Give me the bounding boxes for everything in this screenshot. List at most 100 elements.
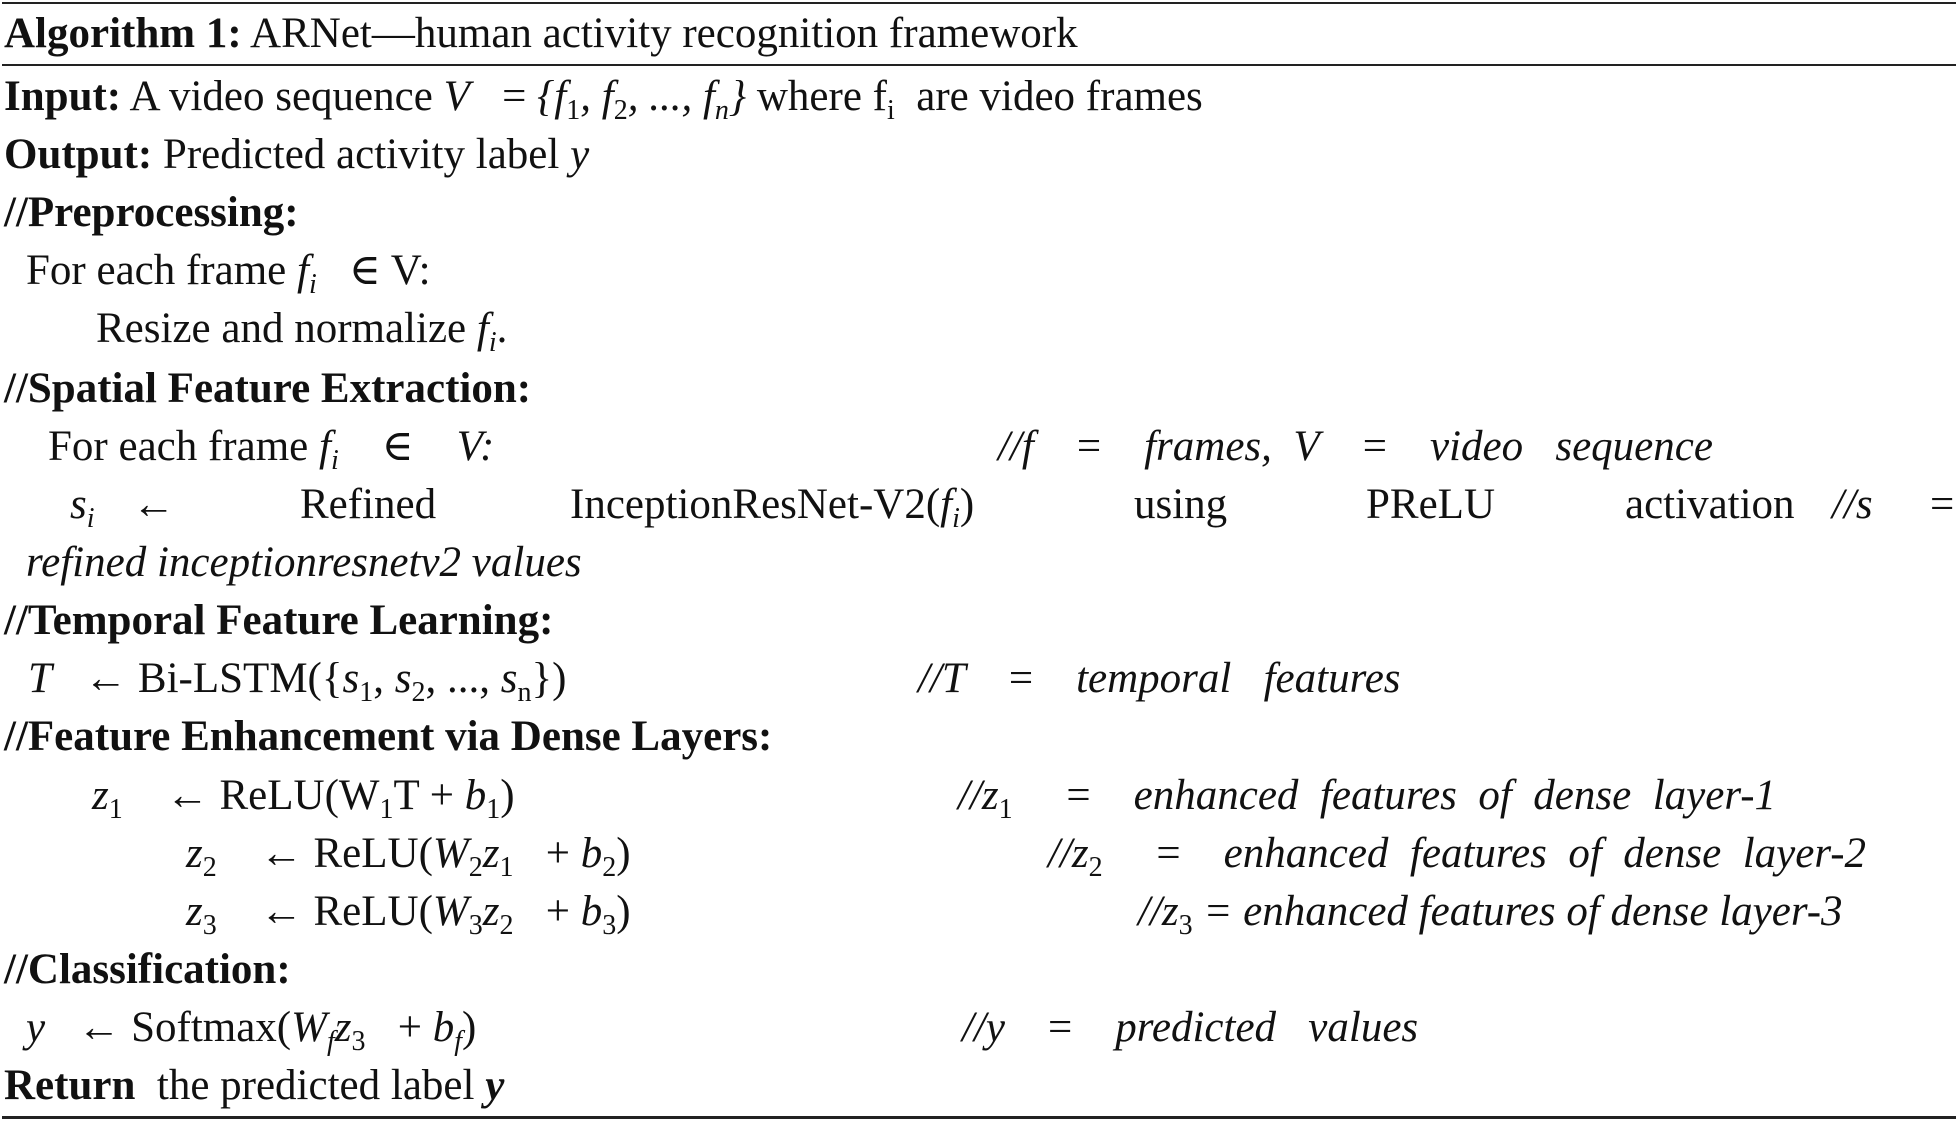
dense-z3-expr: z3 ← ReLU(W3z2 + b3) <box>186 888 631 940</box>
return-text: the predicted label <box>156 1062 475 1109</box>
pre-resize-f: f <box>476 305 489 352</box>
z2-zin-sub: 1 <box>499 852 514 883</box>
dense-header: //Feature Enhancement via Dense Layers: <box>4 713 773 760</box>
input-sub-n: n <box>714 95 729 126</box>
preprocessing-header: //Preprocessing: <box>4 189 299 236</box>
output-text: Predicted activity label <box>162 131 560 178</box>
tmp-sn: s <box>500 655 518 702</box>
tmp-s1-sub: 1 <box>359 677 374 708</box>
classification-comment: //y = predicted values <box>962 1006 1418 1049</box>
z2-b: b <box>580 830 603 877</box>
header-rule <box>2 64 1956 66</box>
z2-zin: z <box>482 830 500 877</box>
spatial-comment-2-cont: refined inceptionresnetv2 values <box>26 539 582 586</box>
input-where: where f <box>756 73 887 120</box>
z3-b-sub: 3 <box>602 910 617 941</box>
cls-b-sub: f <box>454 1026 463 1057</box>
z2-plus: + <box>545 830 581 877</box>
algorithm-title: Algorithm 1: ARNet—human activity recogn… <box>4 12 1078 55</box>
cls-c-c: values <box>1308 1004 1419 1051</box>
temporal-comment: //T = temporal features <box>918 657 1401 700</box>
sp-model: InceptionResNet-V2( <box>570 481 941 528</box>
z2-c-sub: 2 <box>1088 852 1103 883</box>
z3-w: W <box>432 888 469 935</box>
z3-c-a: //z <box>1138 888 1179 935</box>
tmp-s2: s <box>394 655 412 702</box>
temporal-expr: T ← Bi-LSTM({s1, s2, ..., sn}) <box>28 655 566 707</box>
sp-c1-c: V <box>1293 423 1320 470</box>
input-eq: = <box>502 73 527 120</box>
sp-c1-e: sequence <box>1555 423 1713 470</box>
spatial-s-var: si <box>70 483 95 533</box>
input-set-close: } <box>728 73 747 120</box>
z1-b: b <box>464 772 487 819</box>
z2-sub: 2 <box>202 852 217 883</box>
classification-expr: y ← Softmax(Wfz3 + bf) <box>26 1004 476 1056</box>
return-keyword: Return <box>4 1062 136 1109</box>
sp-c1-eq: = <box>1076 423 1102 470</box>
z3-sub: 3 <box>202 910 217 941</box>
spatial-using: using <box>1134 481 1228 528</box>
z1-c-a: //z <box>958 772 999 819</box>
z3-expr-a: ← ReLU( <box>259 888 433 935</box>
z3-b: b <box>580 888 603 935</box>
z1-c-sub: 1 <box>998 794 1013 825</box>
z2-c-b: enhanced features of dense layer-2 <box>1223 830 1867 877</box>
z3-zin: z <box>482 888 500 935</box>
sp-i: i <box>330 445 339 476</box>
spatial-arrow: ← <box>132 481 175 528</box>
cls-w-sub: f <box>326 1026 335 1057</box>
cls-c-a: //y <box>962 1004 1005 1051</box>
spatial-comment-2a: //s <box>1832 481 1873 528</box>
dense-z2-comment: //z2 = enhanced features of dense layer-… <box>1048 830 1867 882</box>
z3-plus: + <box>545 888 581 935</box>
z3-close: ) <box>616 888 631 935</box>
z3-zin-sub: 2 <box>499 910 514 941</box>
pre-f: f <box>297 247 309 294</box>
pre-for-text: For each frame <box>26 247 287 294</box>
z1-b-sub: 1 <box>486 794 501 825</box>
z1-expr-b: T + <box>393 772 465 819</box>
z1-w-sub: 1 <box>379 794 394 825</box>
input-mid-1: , f <box>580 73 614 120</box>
preprocessing-for-line: For each frame fi ∈ V: <box>26 247 431 299</box>
spatial-comment-2-eq: = <box>1930 481 1955 528</box>
sp-model-i: i <box>952 503 960 534</box>
sp-for-text: For each frame <box>48 423 309 470</box>
input-tail: are video frames <box>916 73 1203 120</box>
cls-z: z <box>334 1004 352 1051</box>
dense-z1-expr: z1 ← ReLU(W1T + b1) <box>92 772 515 824</box>
pre-in-v: ∈ V: <box>348 247 431 294</box>
tmp-expr-a: ← Bi-LSTM({ <box>84 655 343 702</box>
input-sub-1: 1 <box>566 95 581 126</box>
sp-c1-b: frames, <box>1144 423 1272 470</box>
spatial-for-line: For each frame fi ∈ V: <box>48 423 494 475</box>
classification-header: //Classification: <box>4 946 291 993</box>
sp-model-close: ) <box>959 481 975 528</box>
output-line: Output: Predicted activity label y <box>4 133 589 176</box>
sp-c1-d: video <box>1429 423 1524 470</box>
preprocessing-resize-line: Resize and normalize fi. <box>96 305 507 357</box>
spatial-comment-1: //f = frames, V = video sequence <box>998 425 1713 468</box>
spatial-activation: activation <box>1625 481 1795 528</box>
z2-c-a: //z <box>1048 830 1089 877</box>
spatial-refined: Refined <box>300 481 437 528</box>
z1-sub: 1 <box>108 794 123 825</box>
temporal-header: //Temporal Feature Learning: <box>4 597 554 644</box>
z1-close: ) <box>500 772 515 819</box>
cls-z-sub: 3 <box>351 1026 366 1057</box>
tmp-comma1: , <box>373 655 395 702</box>
sp-model-f: f <box>940 481 953 528</box>
sp-in: ∈ <box>381 423 414 470</box>
sp-s-i: i <box>86 503 95 534</box>
input-label: Input: <box>4 73 122 120</box>
tmp-s1: s <box>342 655 360 702</box>
cls-plus: + <box>397 1004 433 1051</box>
spatial-model: InceptionResNet-V2(fi) <box>570 481 975 533</box>
tmp-c-eq: = <box>1008 655 1034 702</box>
z2-w: W <box>432 830 469 877</box>
z1-var: z <box>92 772 109 819</box>
pre-i: i <box>308 269 317 300</box>
z2-close: ) <box>616 830 631 877</box>
